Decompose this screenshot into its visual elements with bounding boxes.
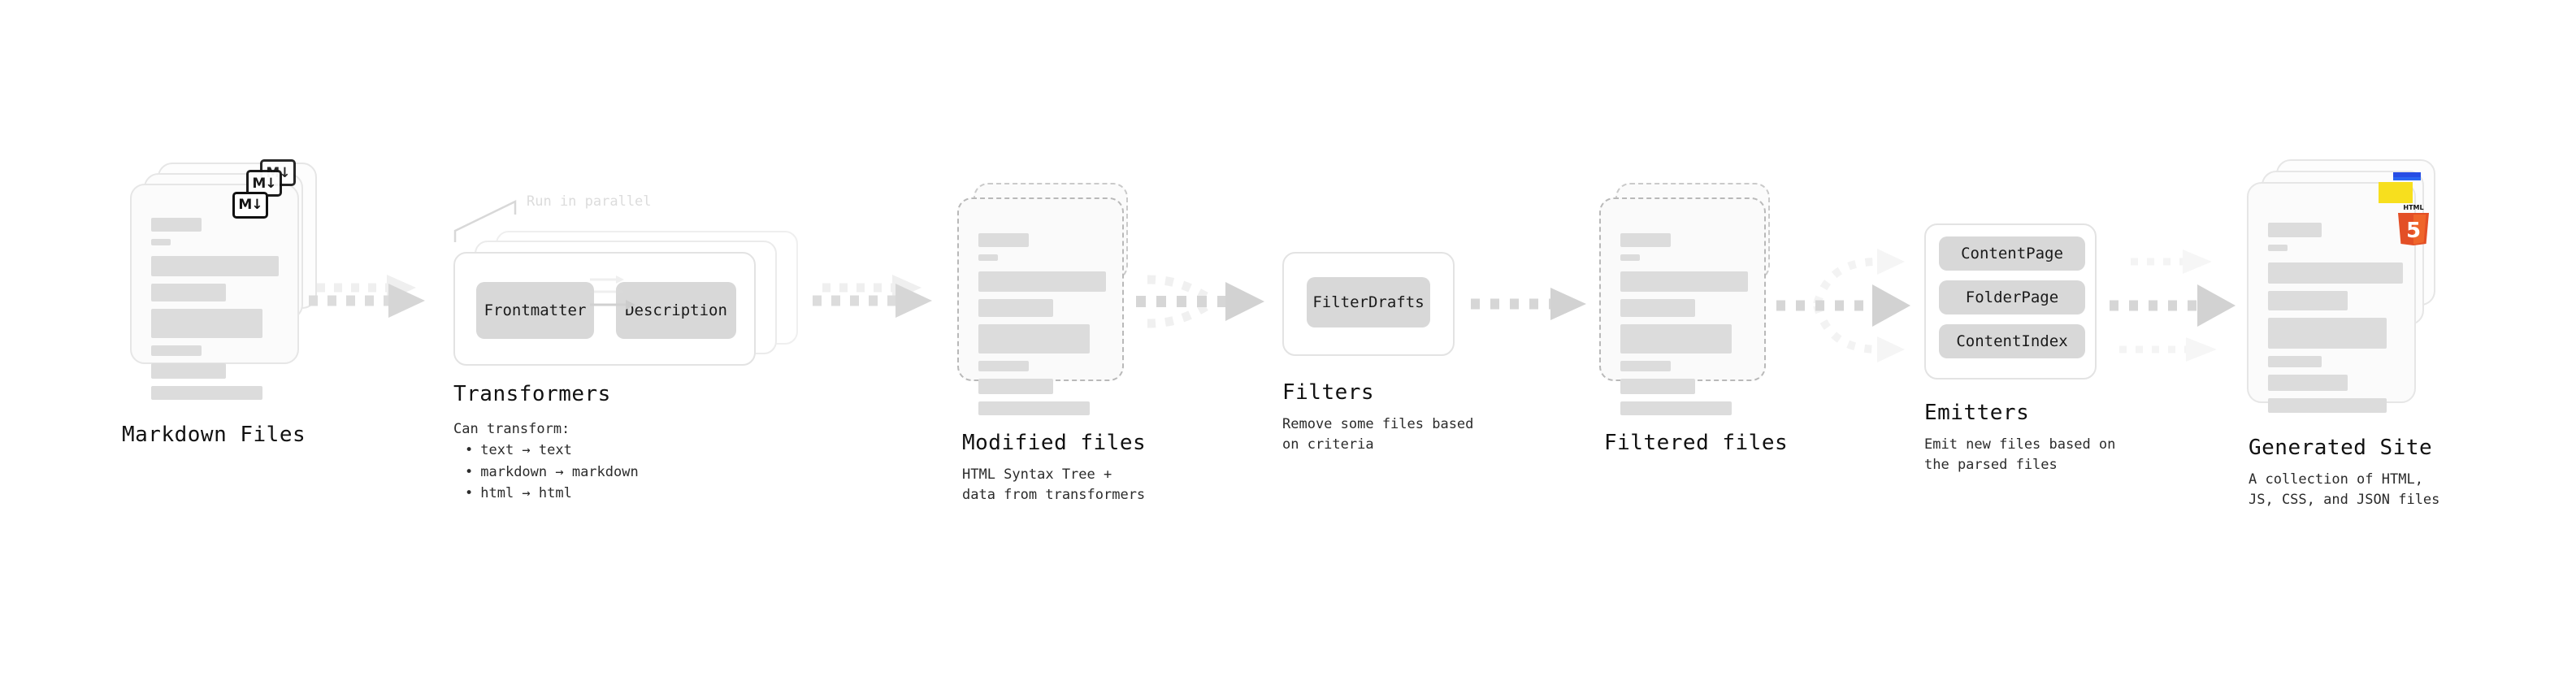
filtered-card-skeleton bbox=[1620, 233, 1748, 423]
skeleton-bar bbox=[978, 324, 1090, 354]
conn-filtered-to-emitters bbox=[1776, 234, 1931, 376]
site-card-skeleton bbox=[2268, 223, 2403, 420]
skeleton-bar bbox=[1620, 324, 1732, 354]
skeleton-bar bbox=[151, 218, 202, 232]
skeleton-bar bbox=[2268, 398, 2387, 413]
stage-title-filters: Filters bbox=[1282, 380, 1375, 405]
conn-transformers-to-modified bbox=[813, 268, 959, 333]
skeleton-bar bbox=[978, 401, 1090, 415]
css-badge-icon bbox=[2393, 172, 2421, 180]
html5-badge-label: HTML bbox=[2403, 204, 2423, 211]
markdown-card-skeleton bbox=[151, 218, 281, 407]
filters-box: FilterDrafts bbox=[1282, 252, 1455, 356]
html5-badge-icon: HTML 5 bbox=[2395, 202, 2432, 245]
skeleton-bar bbox=[978, 233, 1029, 247]
stage-markdown-files: M↓ M↓ M↓ Markdown Files bbox=[122, 159, 317, 447]
conn-emitters-to-site bbox=[2110, 234, 2256, 376]
skeleton-bar bbox=[2268, 356, 2322, 367]
stage-title-modified-files: Modified files bbox=[962, 431, 1147, 455]
skeleton-bar bbox=[151, 345, 202, 356]
stage-title-filtered-files: Filtered files bbox=[1604, 431, 1789, 455]
arrow-lower bbox=[813, 284, 932, 318]
stage-title-emitters: Emitters bbox=[1924, 401, 2030, 425]
conn-md-to-transformers bbox=[309, 268, 439, 333]
skeleton-bar bbox=[978, 361, 1029, 371]
skeleton-bar bbox=[1620, 379, 1695, 394]
markdown-card-stack: M↓ M↓ M↓ bbox=[130, 159, 317, 400]
stage-generated-site: HTML 5 Generated Site A collection of HT… bbox=[2247, 159, 2442, 508]
transformers-caption-item: markdown → markdown bbox=[465, 462, 638, 483]
arrow-top bbox=[2131, 249, 2212, 274]
stage-title-generated-site: Generated Site bbox=[2249, 436, 2433, 460]
js-badge-icon bbox=[2379, 182, 2413, 203]
emitter-pill-contentpage[interactable]: ContentPage bbox=[1939, 236, 2085, 271]
stage-filtered-files: Filtered files bbox=[1599, 183, 1788, 455]
skeleton-bar bbox=[1620, 233, 1671, 247]
modified-card-skeleton bbox=[978, 233, 1106, 423]
skeleton-bar bbox=[151, 309, 262, 338]
skeleton-bar bbox=[151, 256, 279, 276]
skeleton-bar bbox=[151, 239, 171, 245]
site-card-stack: HTML 5 bbox=[2247, 159, 2442, 413]
modified-card-front bbox=[957, 197, 1124, 415]
skeleton-bar bbox=[978, 299, 1053, 317]
markdown-card-front bbox=[130, 184, 299, 400]
stage-subtitle-generated-site: A collection of HTML, JS, CSS, and JSON … bbox=[2249, 471, 2440, 508]
skeleton-bar bbox=[151, 386, 262, 400]
transformers-caption: Can transform: text → text markdown → ma… bbox=[453, 419, 639, 504]
skeleton-bar bbox=[978, 271, 1106, 292]
stage-subtitle-modified-files: HTML Syntax Tree + data from transformer… bbox=[962, 466, 1146, 503]
markdown-badge: M↓ bbox=[232, 192, 268, 219]
emitter-pill-folderpage[interactable]: FolderPage bbox=[1939, 280, 2085, 314]
skeleton-bar bbox=[978, 379, 1053, 394]
skeleton-bar bbox=[151, 284, 226, 301]
transformers-caption-list: text → text markdown → markdown html → h… bbox=[453, 440, 639, 504]
skeleton-bar bbox=[1620, 299, 1695, 317]
skeleton-bar bbox=[2268, 375, 2348, 391]
skeleton-bar bbox=[2268, 262, 2403, 284]
filtered-card-front bbox=[1599, 197, 1766, 415]
filter-pill-filterdrafts[interactable]: FilterDrafts bbox=[1307, 277, 1430, 327]
split-arrow-top bbox=[1813, 249, 1905, 306]
transformers-caption-item: text → text bbox=[465, 440, 639, 461]
modified-card-stack bbox=[957, 183, 1136, 415]
skeleton-bar bbox=[1620, 401, 1732, 415]
split-arrow-middle bbox=[1776, 284, 1910, 327]
parallel-bracket-icon bbox=[453, 200, 517, 242]
skeleton-bar bbox=[1620, 271, 1748, 292]
run-in-parallel-label: Run in parallel bbox=[527, 193, 652, 210]
conn-filters-to-filtered bbox=[1471, 286, 1601, 335]
transformer-pill-description[interactable]: Description bbox=[616, 282, 736, 339]
stage-subtitle-emitters: Emit new files based on the parsed files bbox=[1924, 436, 2116, 473]
skeleton-bar bbox=[2268, 318, 2387, 349]
arrow-middle bbox=[2110, 284, 2236, 327]
skeleton-bar bbox=[2268, 223, 2322, 237]
skeleton-bar bbox=[2268, 291, 2348, 310]
html5-badge-digit: 5 bbox=[2406, 219, 2421, 243]
stage-title-markdown-files: Markdown Files bbox=[122, 423, 306, 447]
arrow-lower bbox=[309, 284, 425, 318]
site-card-front bbox=[2247, 182, 2416, 413]
split-arrow-bottom bbox=[1813, 304, 1905, 362]
skeleton-bar bbox=[1620, 361, 1671, 371]
skeleton-bar bbox=[1620, 254, 1640, 261]
transformers-caption-lead: Can transform: bbox=[453, 421, 570, 437]
emitters-box: ContentPage FolderPage ContentIndex bbox=[1924, 223, 2097, 380]
stage-modified-files: Modified files HTML Syntax Tree + data f… bbox=[957, 183, 1146, 503]
skeleton-bar bbox=[151, 363, 226, 379]
emitter-pill-contentindex[interactable]: ContentIndex bbox=[1939, 324, 2085, 358]
filtered-card-stack bbox=[1599, 183, 1778, 415]
transformers-box-front: Frontmatter Description bbox=[453, 252, 756, 366]
conn-modified-to-filters bbox=[1136, 260, 1290, 358]
skeleton-bar bbox=[2268, 245, 2288, 251]
transformer-pill-frontmatter[interactable]: Frontmatter bbox=[476, 282, 594, 339]
stage-title-transformers: Transformers bbox=[453, 382, 611, 406]
arrow-bottom bbox=[2119, 337, 2217, 362]
stage-subtitle-filters: Remove some files based on criteria bbox=[1282, 416, 1474, 453]
skeleton-bar bbox=[978, 254, 998, 261]
transformer-internal-arrows bbox=[590, 275, 635, 310]
transformers-caption-item: html → html bbox=[465, 483, 639, 504]
